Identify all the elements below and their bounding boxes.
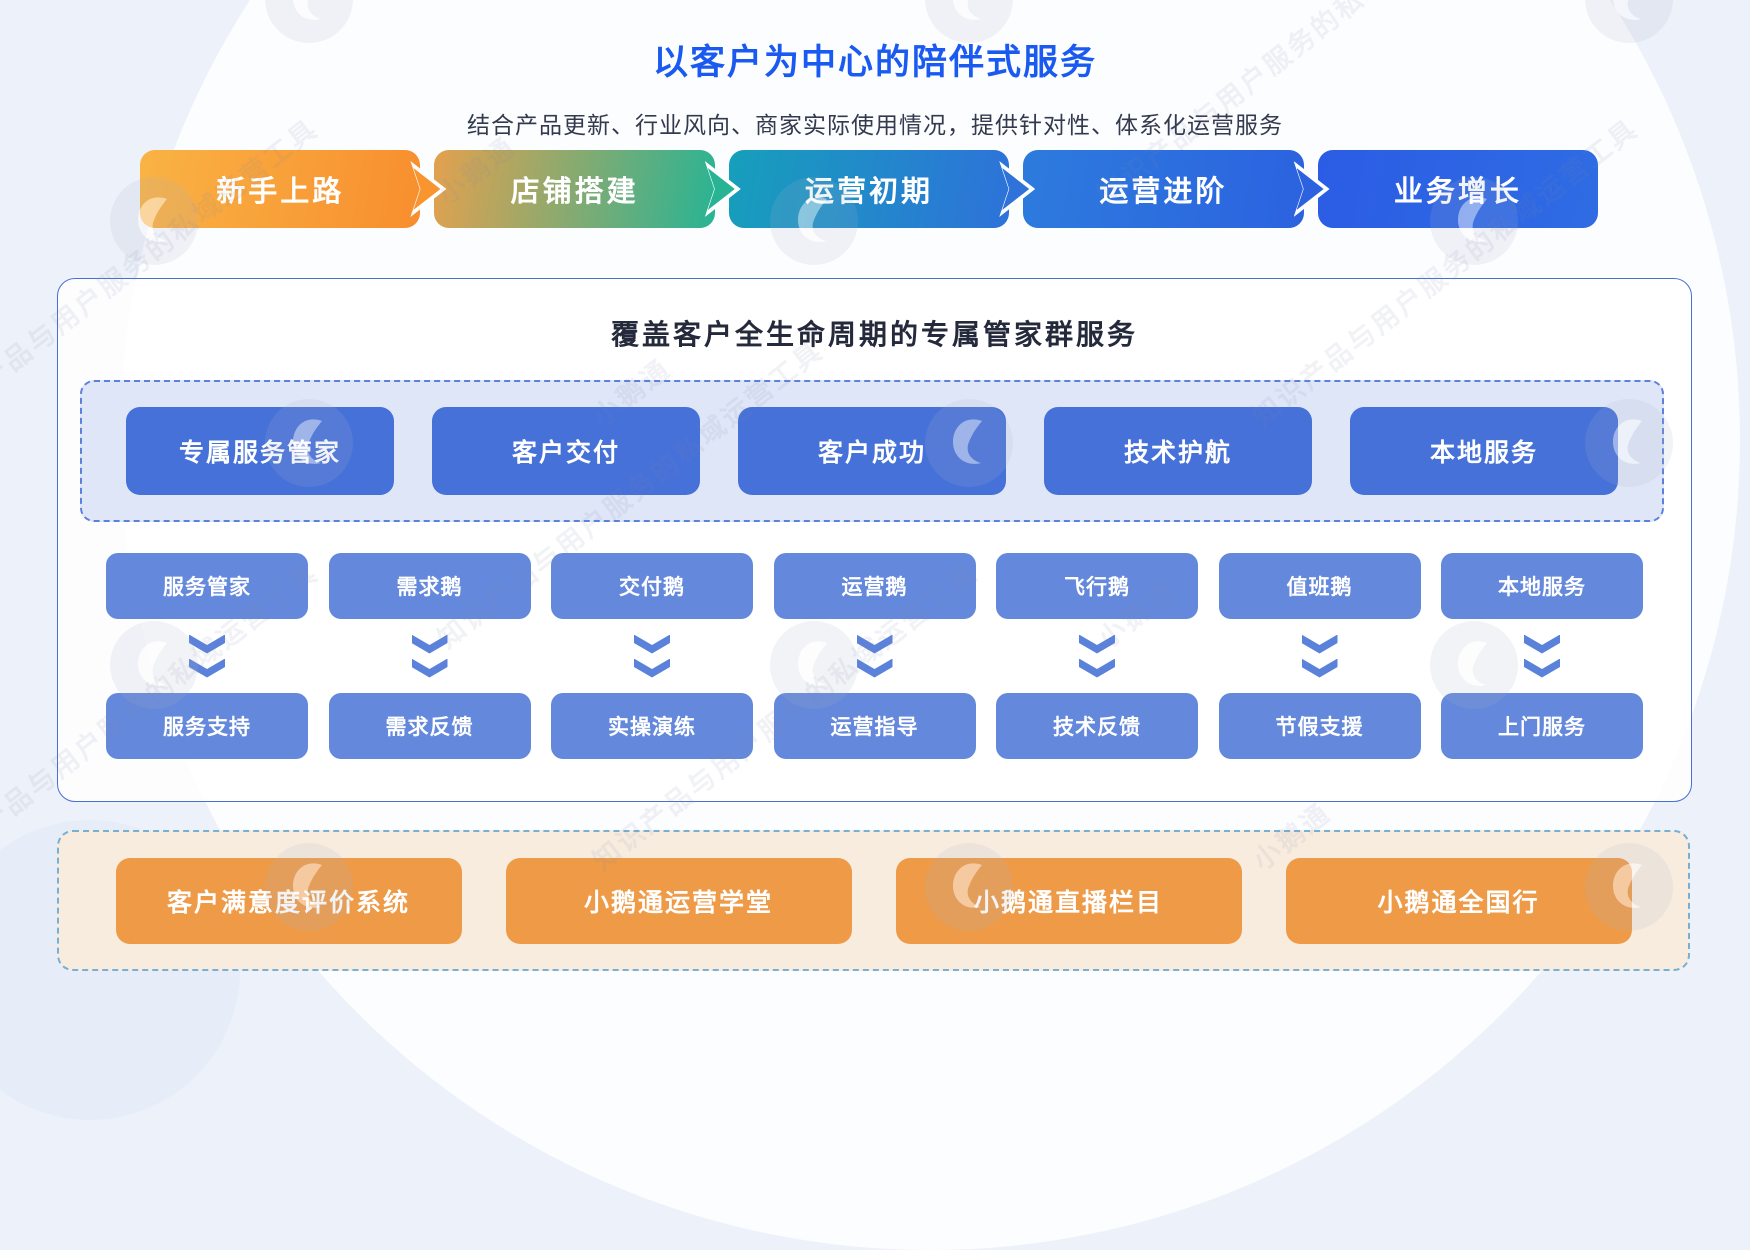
service-column: 值班鹅 节假支援 bbox=[1218, 553, 1421, 759]
manager-group-panel: 专属服务管家 客户交付 客户成功 技术护航 本地服务 bbox=[80, 380, 1664, 522]
role-chip: 飞行鹅 bbox=[996, 553, 1198, 619]
lifecycle-panel-title: 覆盖客户全生命周期的专属管家群服务 bbox=[610, 319, 1138, 350]
stage-advanced-operation: 运营进阶 bbox=[1023, 150, 1330, 228]
support-chip: 实操演练 bbox=[551, 693, 753, 759]
stage-label: 业务增长 bbox=[1393, 176, 1522, 208]
support-chip: 服务支持 bbox=[106, 693, 308, 759]
service-column: 本地服务 上门服务 bbox=[1441, 553, 1643, 759]
role-chip: 本地服务 bbox=[1441, 553, 1643, 619]
service-column: 飞行鹅 技术反馈 bbox=[996, 553, 1198, 759]
service-column: 需求鹅 需求反馈 bbox=[328, 553, 531, 759]
resource-chip-operation-school: 小鹅通运营学堂 bbox=[505, 857, 852, 944]
header: 以客户为中心的陪伴式服务 结合产品更新、行业风向、商家实际使用情况，提供针对性、… bbox=[0, 34, 1750, 140]
stage-label: 运营初期 bbox=[805, 176, 934, 208]
double-chevron-down-icon bbox=[856, 619, 893, 693]
manager-chip-customer-success: 客户成功 bbox=[738, 407, 1006, 495]
role-chip: 值班鹅 bbox=[1218, 553, 1421, 619]
stage-business-growth: 业务增长 bbox=[1317, 150, 1599, 228]
role-chip: 需求鹅 bbox=[328, 553, 531, 619]
resource-chip-live-column: 小鹅通直播栏目 bbox=[895, 857, 1242, 944]
stage-early-operation: 运营初期 bbox=[728, 150, 1036, 228]
manager-chip-dedicated-manager: 专属服务管家 bbox=[126, 407, 394, 495]
double-chevron-down-icon bbox=[189, 619, 225, 693]
double-chevron-down-icon bbox=[634, 619, 670, 693]
double-chevron-down-icon bbox=[1524, 619, 1560, 693]
resource-chip-national-tour: 小鹅通全国行 bbox=[1285, 857, 1632, 944]
role-chip: 运营鹅 bbox=[773, 553, 976, 619]
resource-chip-satisfaction-system: 客户满意度评价系统 bbox=[115, 857, 462, 944]
double-chevron-down-icon bbox=[1079, 619, 1115, 693]
stage-label: 运营进阶 bbox=[1099, 176, 1228, 208]
stage-flow: 新手上路 店铺搭建 运营初期 运营进阶 业务增长 bbox=[140, 150, 1599, 228]
support-chip: 运营指导 bbox=[773, 693, 976, 759]
stage-label: 店铺搭建 bbox=[510, 176, 639, 208]
stage-store-setup: 店铺搭建 bbox=[434, 150, 741, 228]
support-chip: 节假支援 bbox=[1218, 693, 1421, 759]
lifecycle-panel: 覆盖客户全生命周期的专属管家群服务 专属服务管家 客户交付 客户成功 技术护航 … bbox=[57, 278, 1692, 802]
support-chip: 需求反馈 bbox=[328, 693, 531, 759]
page-subtitle: 结合产品更新、行业风向、商家实际使用情况，提供针对性、体系化运营服务 bbox=[467, 112, 1283, 138]
service-column: 交付鹅 实操演练 bbox=[551, 553, 753, 759]
manager-chip-tech-escort: 技术护航 bbox=[1044, 407, 1312, 495]
support-chip: 技术反馈 bbox=[996, 693, 1198, 759]
stage-label: 新手上路 bbox=[216, 176, 345, 208]
service-column: 服务管家 服务支持 bbox=[106, 553, 308, 759]
resources-panel: 客户满意度评价系统 小鹅通运营学堂 小鹅通直播栏目 小鹅通全国行 bbox=[57, 830, 1690, 971]
support-chip: 上门服务 bbox=[1441, 693, 1643, 759]
double-chevron-down-icon bbox=[1301, 619, 1338, 693]
double-chevron-down-icon bbox=[411, 619, 448, 693]
stage-newbie: 新手上路 bbox=[140, 150, 447, 228]
service-columns: 服务管家 服务支持 需求鹅 需求反馈 交付鹅 实操演练 运营鹅 bbox=[106, 553, 1643, 759]
service-column: 运营鹅 运营指导 bbox=[773, 553, 976, 759]
role-chip: 服务管家 bbox=[106, 553, 308, 619]
manager-chip-local-service: 本地服务 bbox=[1350, 407, 1618, 495]
role-chip: 交付鹅 bbox=[551, 553, 753, 619]
manager-chip-customer-delivery: 客户交付 bbox=[432, 407, 700, 495]
page-title: 以客户为中心的陪伴式服务 bbox=[652, 43, 1097, 82]
